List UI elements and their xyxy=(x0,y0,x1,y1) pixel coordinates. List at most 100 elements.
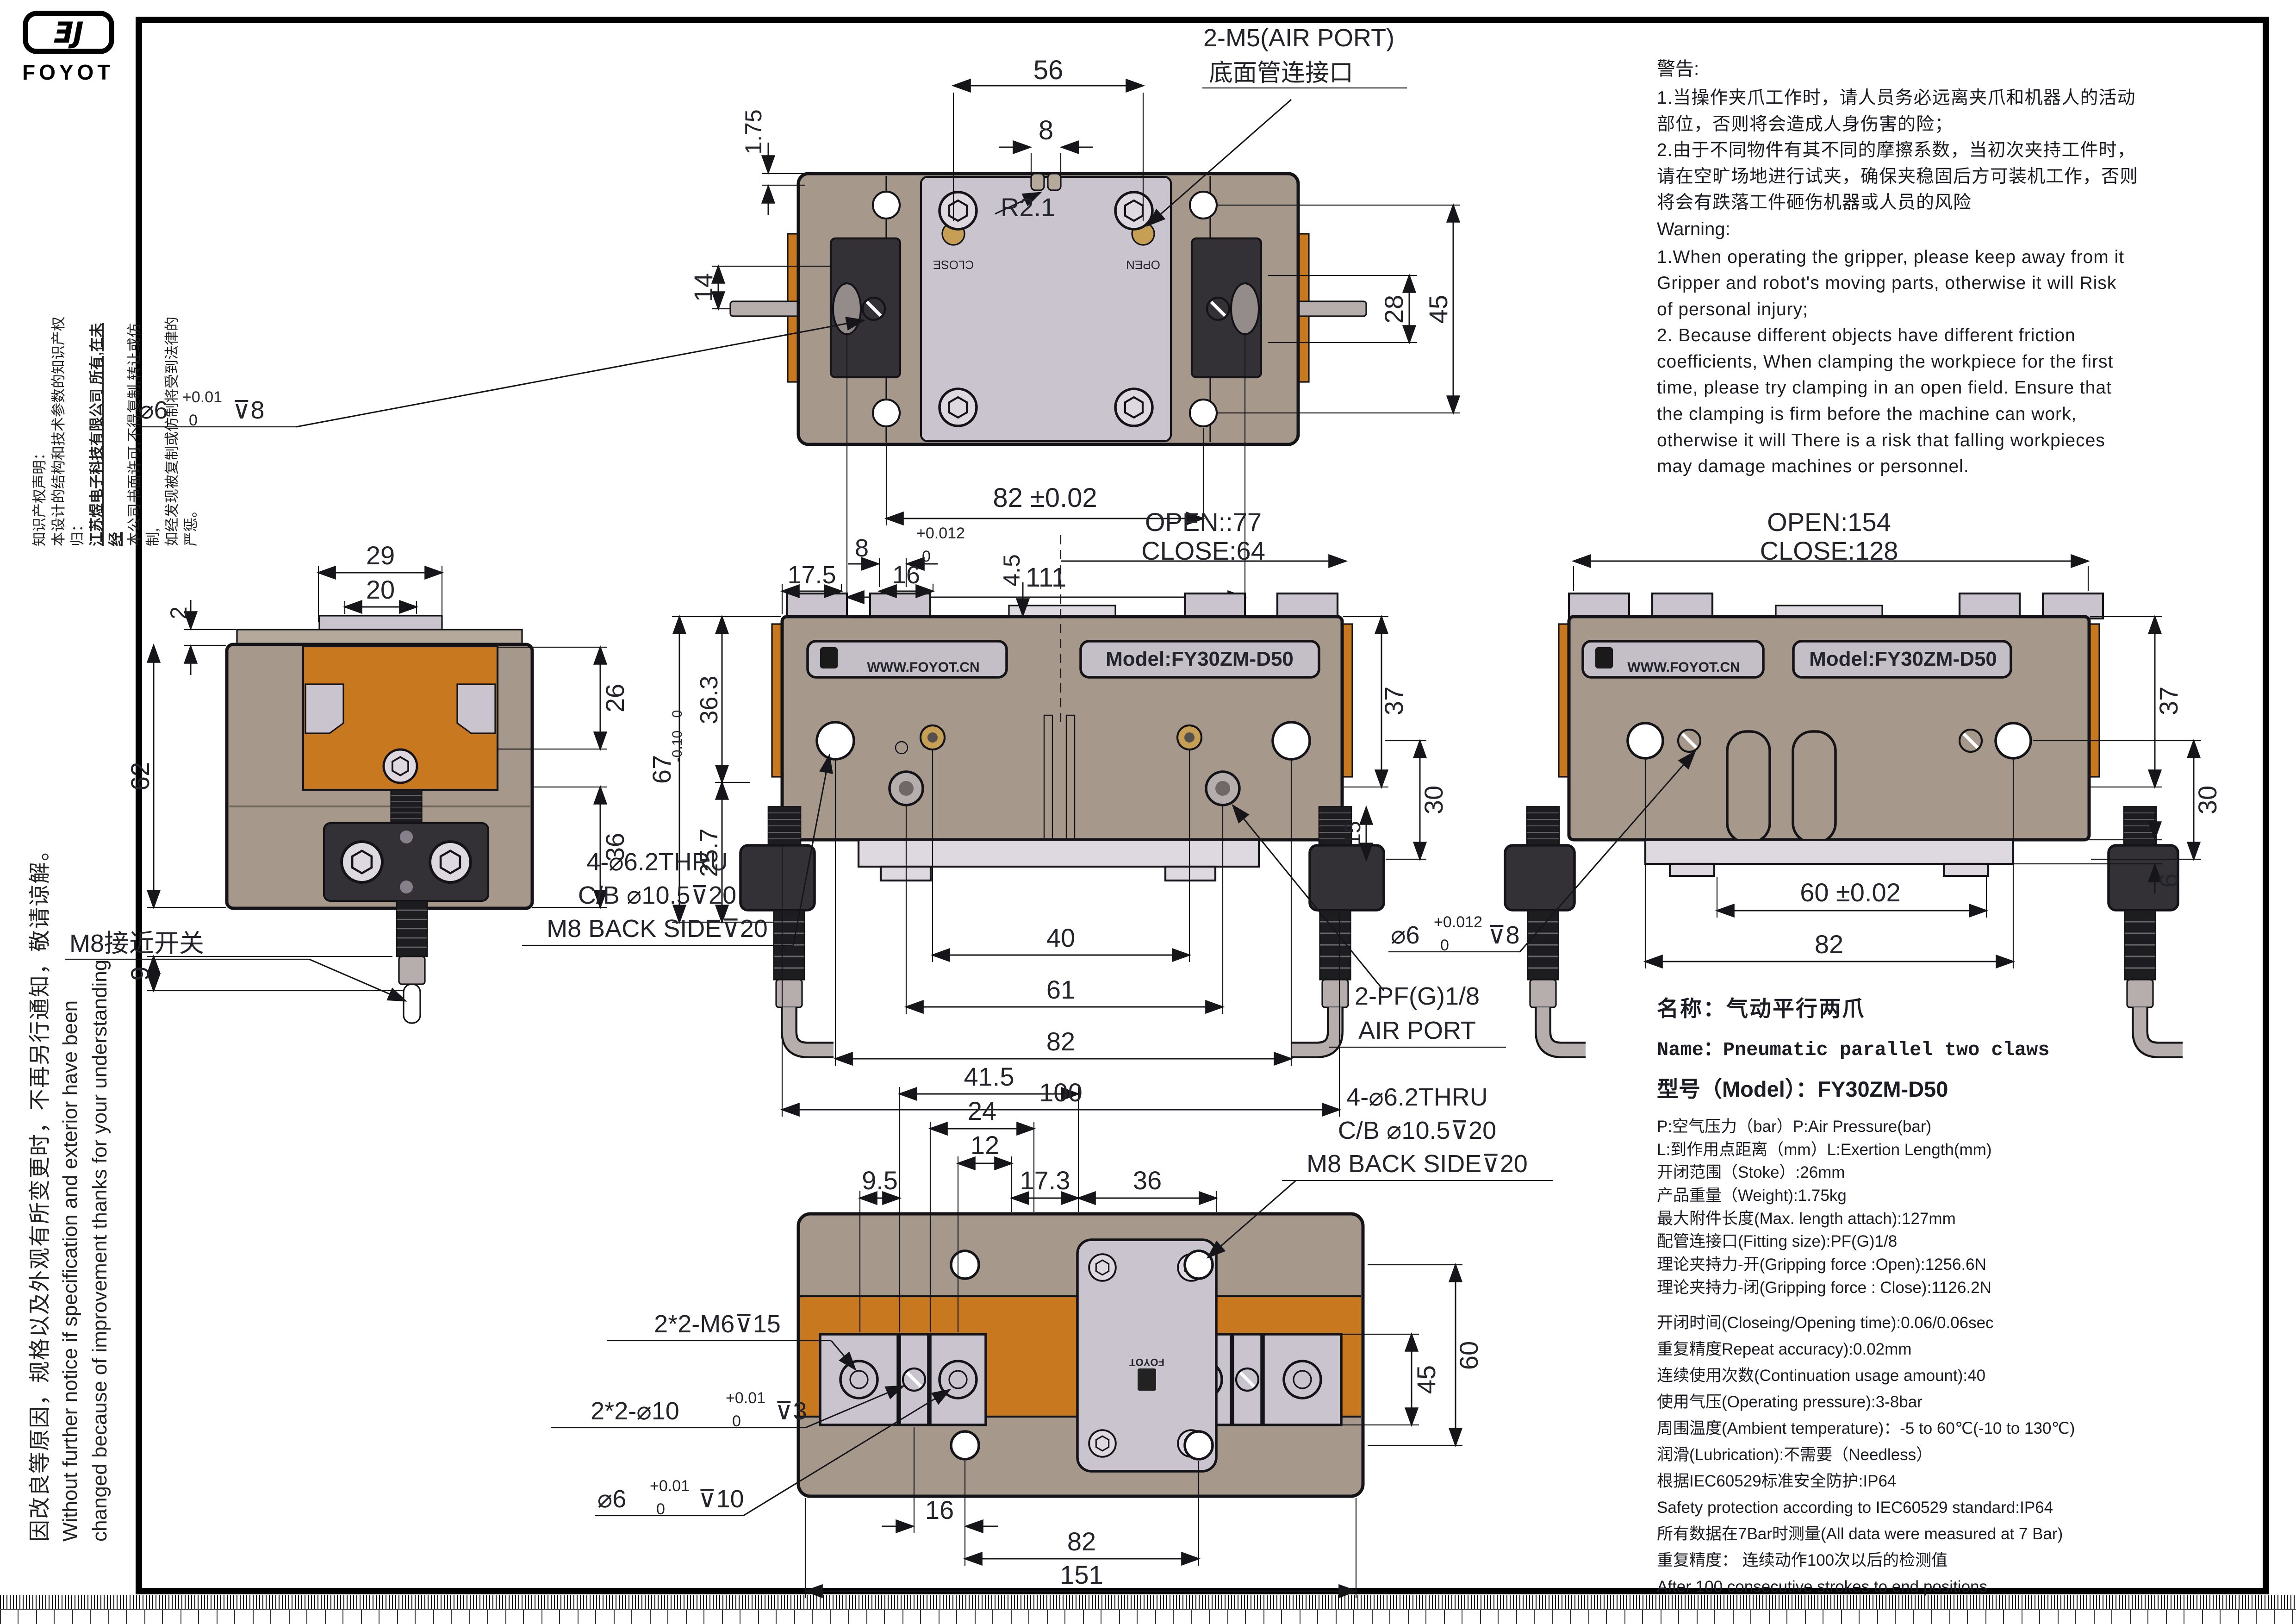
ruler-fine-ticks xyxy=(0,1595,2296,1609)
text-line: 1.当操作夹爪工作时，请人员务必远离夹爪和机器人的活动 xyxy=(1657,88,2136,108)
front-view-closed-label: 4-⌀6.2THRU xyxy=(586,848,728,876)
bottom-view-label: 2*2-⌀10 xyxy=(591,1397,679,1425)
top-view-label: R2.1 xyxy=(1001,193,1056,222)
warning-en-lines: 1.When operating the gripper, please kee… xyxy=(1657,244,2154,480)
top-view-label: 底面管连接口 xyxy=(1209,60,1354,87)
bottom-view-label: FOYOT xyxy=(1129,1356,1164,1368)
top-view-label: OPEN xyxy=(1126,258,1160,272)
front-view-open-label: 30 xyxy=(2193,785,2222,815)
bottom-view-label: 60 xyxy=(1454,1341,1483,1370)
text-line: Safety protection according to IEC60529 … xyxy=(1657,1498,2053,1517)
text-line: L:到作用点距离（mm）L:Exertion Length(mm) xyxy=(1657,1140,1992,1159)
front-view-closed-label: C/B ⌀10.5⊽20 xyxy=(578,881,737,909)
top-view-drawing xyxy=(139,78,1461,605)
text-line: 将会有跌落工件砸伤机器或人员的风险 xyxy=(1657,193,1972,213)
bottom-view-label: 41.5 xyxy=(964,1062,1014,1091)
left-side-view-label: 2 xyxy=(166,606,192,619)
front-view-open-label: +0.012 xyxy=(1434,913,1482,931)
product-model: 型号（Model）：FY30ZM-D50 xyxy=(1657,1077,1948,1101)
front-view-closed-label: M8 BACK SIDE⊽20 xyxy=(547,915,768,943)
text-line: 理论夹持力-闭(Gripping force : Close):1126.2N xyxy=(1657,1278,1991,1297)
bottom-view-label: 12 xyxy=(970,1131,1000,1160)
front-view-closed-label: 30 xyxy=(1419,785,1448,815)
front-view-open-label: WWW.FOYOT.CN xyxy=(1627,660,1740,675)
front-view-open-label: 60 ±0.02 xyxy=(1800,878,1901,907)
front-view-closed-label: Model:FY30ZM-D50 xyxy=(1106,648,1294,670)
left-side-view-label: 9 xyxy=(125,966,155,981)
bottom-view-drawing xyxy=(551,1087,1553,1599)
top-view-label: 8 xyxy=(1038,115,1054,145)
side-view-drawing xyxy=(65,565,608,1024)
bottom-view-label: M8 BACK SIDE⊽20 xyxy=(1307,1150,1528,1178)
front-view-closed-label: OPEN::77 xyxy=(1145,507,1262,537)
bottom-view-label: 45 xyxy=(1412,1365,1441,1394)
text-line: 1.When operating the gripper, please kee… xyxy=(1657,247,2125,267)
front-view-closed-label: AIR PORT xyxy=(1358,1017,1476,1044)
text-line: 连续使用次数(Continuation usage amount):40 xyxy=(1657,1366,1986,1385)
front-view-open-label: OPEN:154 xyxy=(1767,507,1891,537)
bottom-view-label: 9.5 xyxy=(862,1166,898,1195)
front-view-closed-label: 82 xyxy=(1046,1027,1076,1056)
product-info-panel: 名称：气动平行两爪 Name：Pneumatic parallel two cl… xyxy=(1657,991,2154,1600)
top-view-label: 0 xyxy=(189,412,198,429)
text-line: 润滑(Lubrication):不需要（Needless） xyxy=(1657,1445,1933,1464)
front-view-open-label: 82 xyxy=(1814,930,1844,959)
bottom-view-label: 36 xyxy=(1132,1166,1162,1195)
front-view-closed-label: 17.5 xyxy=(787,561,836,589)
text-line: the clamping is firm before the machine … xyxy=(1657,404,2077,425)
svg-text:ƎJ: ƎJ xyxy=(53,16,83,50)
front-view-open-label: Model:FY30ZM-D50 xyxy=(1809,648,1997,670)
text-line: 所有数据在7Bar时测量(All data were measured at 7… xyxy=(1657,1524,2063,1543)
foyot-logo-text: FOYOT xyxy=(22,60,114,84)
front-view-closed-label: 61 xyxy=(1046,975,1076,1004)
bottom-view-label: 0 xyxy=(656,1500,665,1518)
top-view-label: 56 xyxy=(1033,55,1064,85)
top-view-label: 111 xyxy=(1025,562,1067,593)
left-side-view-label: M8接近开关 xyxy=(69,930,205,957)
bottom-view-label: ⊽3 xyxy=(775,1397,807,1425)
front-view-open-label: CLOSE:128 xyxy=(1760,536,1898,565)
bottom-view-label: 16 xyxy=(925,1495,954,1524)
text-line: 部位，否则将会造成人身伤害的险； xyxy=(1657,114,1954,134)
left-side-view-label: 20 xyxy=(366,575,395,604)
front-open-drawing xyxy=(1388,554,2201,1058)
warning-title-cn: 警告: xyxy=(1657,59,1699,79)
front-view-open-label: 6 xyxy=(2154,873,2183,888)
text-line: 开闭时间(Closeing/Opening time):0.06/0.06sec xyxy=(1657,1313,1994,1332)
front-view-closed-label: +0.012 xyxy=(916,525,965,542)
top-view-label: +0.01 xyxy=(182,388,223,406)
bottom-view-label: C/B ⌀10.5⊽20 xyxy=(1338,1117,1497,1144)
top-view-label: ⌀6 xyxy=(139,396,168,424)
spec-list-1: P:空气压力（bar）P:Air Pressure(bar) L:到作用点距离（m… xyxy=(1657,1115,2154,1299)
ruler-coarse-ticks xyxy=(0,1609,2296,1624)
front-view-closed-label: WWW.FOYOT.CN xyxy=(867,660,980,675)
front-view-closed-label: 8 xyxy=(854,534,869,562)
text-line: 理论夹持力-开(Gripping force :Open):1256.6N xyxy=(1657,1255,1986,1274)
text-line: 配管连接口(Fitting size):PF(G)1/8 xyxy=(1657,1232,1898,1251)
product-name-cn: 名称：气动平行两爪 xyxy=(1657,996,1865,1021)
bottom-view-label: 151 xyxy=(1060,1560,1103,1589)
bottom-view-label: 24 xyxy=(967,1096,997,1125)
front-view-closed-label: 0 xyxy=(922,548,931,565)
top-view-label: 2-M5(AIR PORT) xyxy=(1203,24,1395,52)
front-view-open-label: 37 xyxy=(2154,686,2183,716)
text-line: 请在空旷场地进行试夹，确保夹稳固后方可装机工作，否则 xyxy=(1657,166,2139,187)
front-view-closed-label: 15 xyxy=(1341,821,1365,846)
top-view-label: 45 xyxy=(1424,294,1453,324)
text-line: 产品重量（Weight):1.75kg xyxy=(1657,1187,1847,1205)
bottom-view-label: +0.01 xyxy=(650,1477,690,1495)
front-view-closed-label: 100 xyxy=(1039,1078,1083,1107)
text-line: 重复精度Repeat accuracy):0.02mm xyxy=(1657,1340,1912,1358)
text-line: otherwise it will There is a risk that f… xyxy=(1657,430,2105,450)
text-line: P:空气压力（bar）P:Air Pressure(bar) xyxy=(1657,1118,1932,1136)
bottom-view-label: 4-⌀6.2THRU xyxy=(1346,1083,1488,1111)
left-side-view-label: 26 xyxy=(600,683,629,713)
text-line: 重复精度： 连续动作100次以后的检测值 xyxy=(1657,1551,1948,1569)
warning-cn-lines: 1.当操作夹爪工作时，请人员务必远离夹爪和机器人的活动部位，否则将会造成人身伤害… xyxy=(1657,85,2154,216)
text-line: 周围温度(Ambient temperature)：-5 to 60℃(-10 … xyxy=(1657,1419,2075,1437)
front-view-open-label: ⌀6 xyxy=(1391,921,1420,949)
foyot-logo-icon: ƎJ xyxy=(23,11,114,54)
text-line: 根据IEC60529标准安全防护:IP64 xyxy=(1657,1472,1897,1490)
foyot-logo: ƎJ FOYOT xyxy=(22,10,122,85)
